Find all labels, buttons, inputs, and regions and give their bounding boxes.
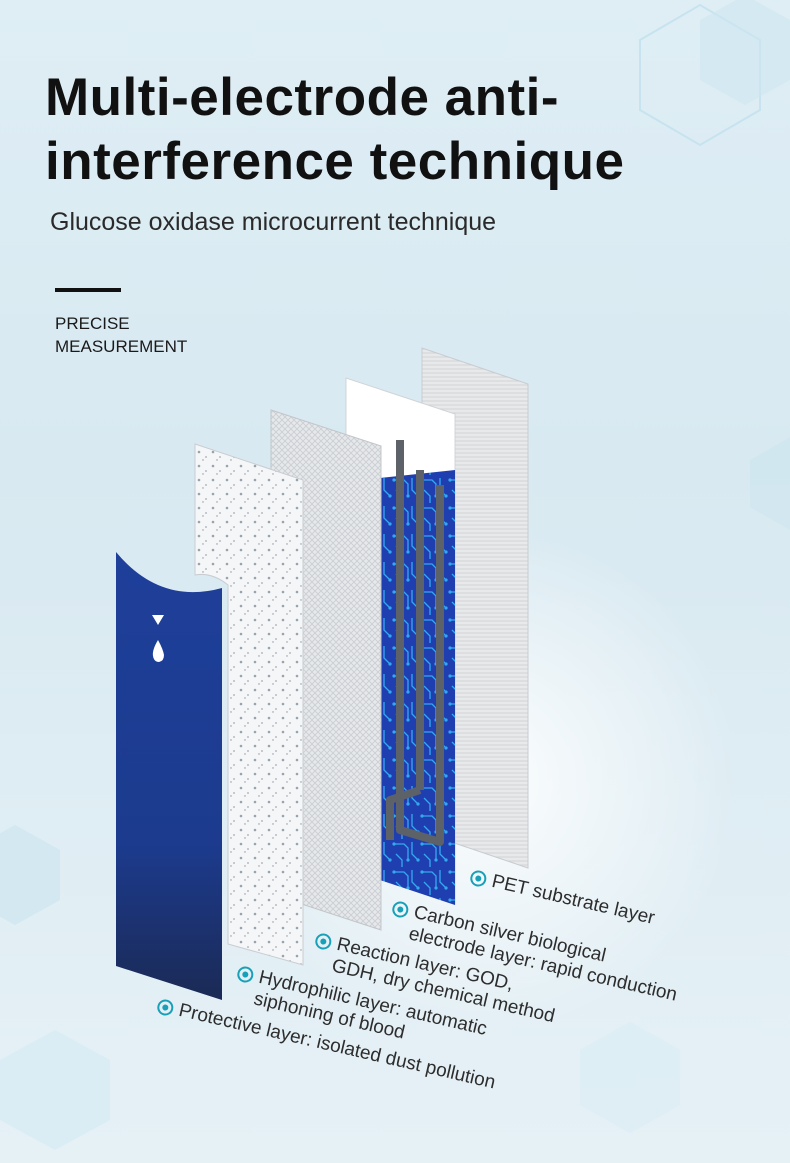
bullet-icon xyxy=(390,899,410,920)
tag-text: PRECISE MEASUREMENT xyxy=(55,312,187,358)
title-line-2: interference technique xyxy=(45,132,625,191)
tag-line-2: MEASUREMENT xyxy=(55,337,188,356)
subtitle: Glucose oxidase microcurrent technique xyxy=(50,208,497,236)
bullet-icon xyxy=(155,997,175,1018)
page-title: Multi-electrode anti- interference techn… xyxy=(45,66,745,194)
hydrophilic-layer xyxy=(194,443,304,966)
tag-line-1: PRECISE xyxy=(55,314,130,333)
bullet-icon xyxy=(235,964,255,985)
divider xyxy=(55,288,121,292)
blood-drop-icon xyxy=(152,615,164,662)
protective-layer xyxy=(116,552,222,1000)
bullet-icon xyxy=(468,868,488,889)
bullet-icon xyxy=(313,931,333,952)
title-line-1: Multi-electrode anti- xyxy=(45,68,560,127)
